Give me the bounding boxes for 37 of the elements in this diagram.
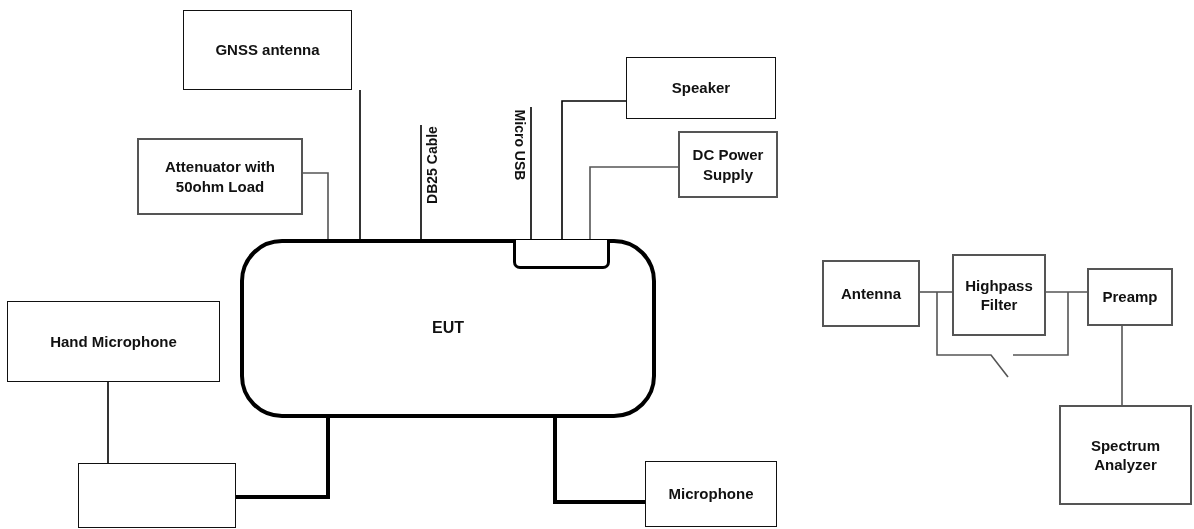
box-label: Highpass Filter [964,275,1034,315]
box-label: Spectrum Analyzer [1089,435,1162,475]
connector-line [919,291,953,293]
analyzer-box [1059,405,1192,505]
device-box [240,239,656,418]
preamp-box [1087,268,1173,326]
cable-line [420,124,422,240]
box-label: Microphone [667,484,755,504]
cable-label: DB25 Cable [423,125,440,205]
box-label: Hand Microphone [49,331,178,352]
box-label: DC Power Supply [691,145,765,184]
connector-line [236,418,330,499]
box-label: Antenna [840,283,902,304]
connector-line [553,418,645,504]
attenuator-box [137,138,303,215]
antenna-box [822,260,920,327]
box-label: Preamp [1101,287,1159,307]
box-label: Attenuator with 50ohm Load [164,157,276,196]
box-label: Speaker [670,78,732,98]
device-label: EUT [431,318,465,339]
connector-line [359,89,361,240]
microphone-box [645,461,777,527]
connector-line [107,381,109,464]
microphone-box [7,301,220,382]
connector-line [1045,291,1088,293]
power-supply-box [678,131,778,198]
connector-line [589,166,679,241]
box-label: GNSS antenna [214,40,321,60]
connector-line [561,100,627,241]
connector-line [302,172,329,240]
connector-port-box [513,240,610,269]
filter-box [952,254,1046,336]
remote-kit-box [78,463,236,528]
cable-line [530,106,532,240]
speaker-box [626,57,776,119]
antenna-box [183,10,352,90]
connector-line [1121,325,1123,406]
